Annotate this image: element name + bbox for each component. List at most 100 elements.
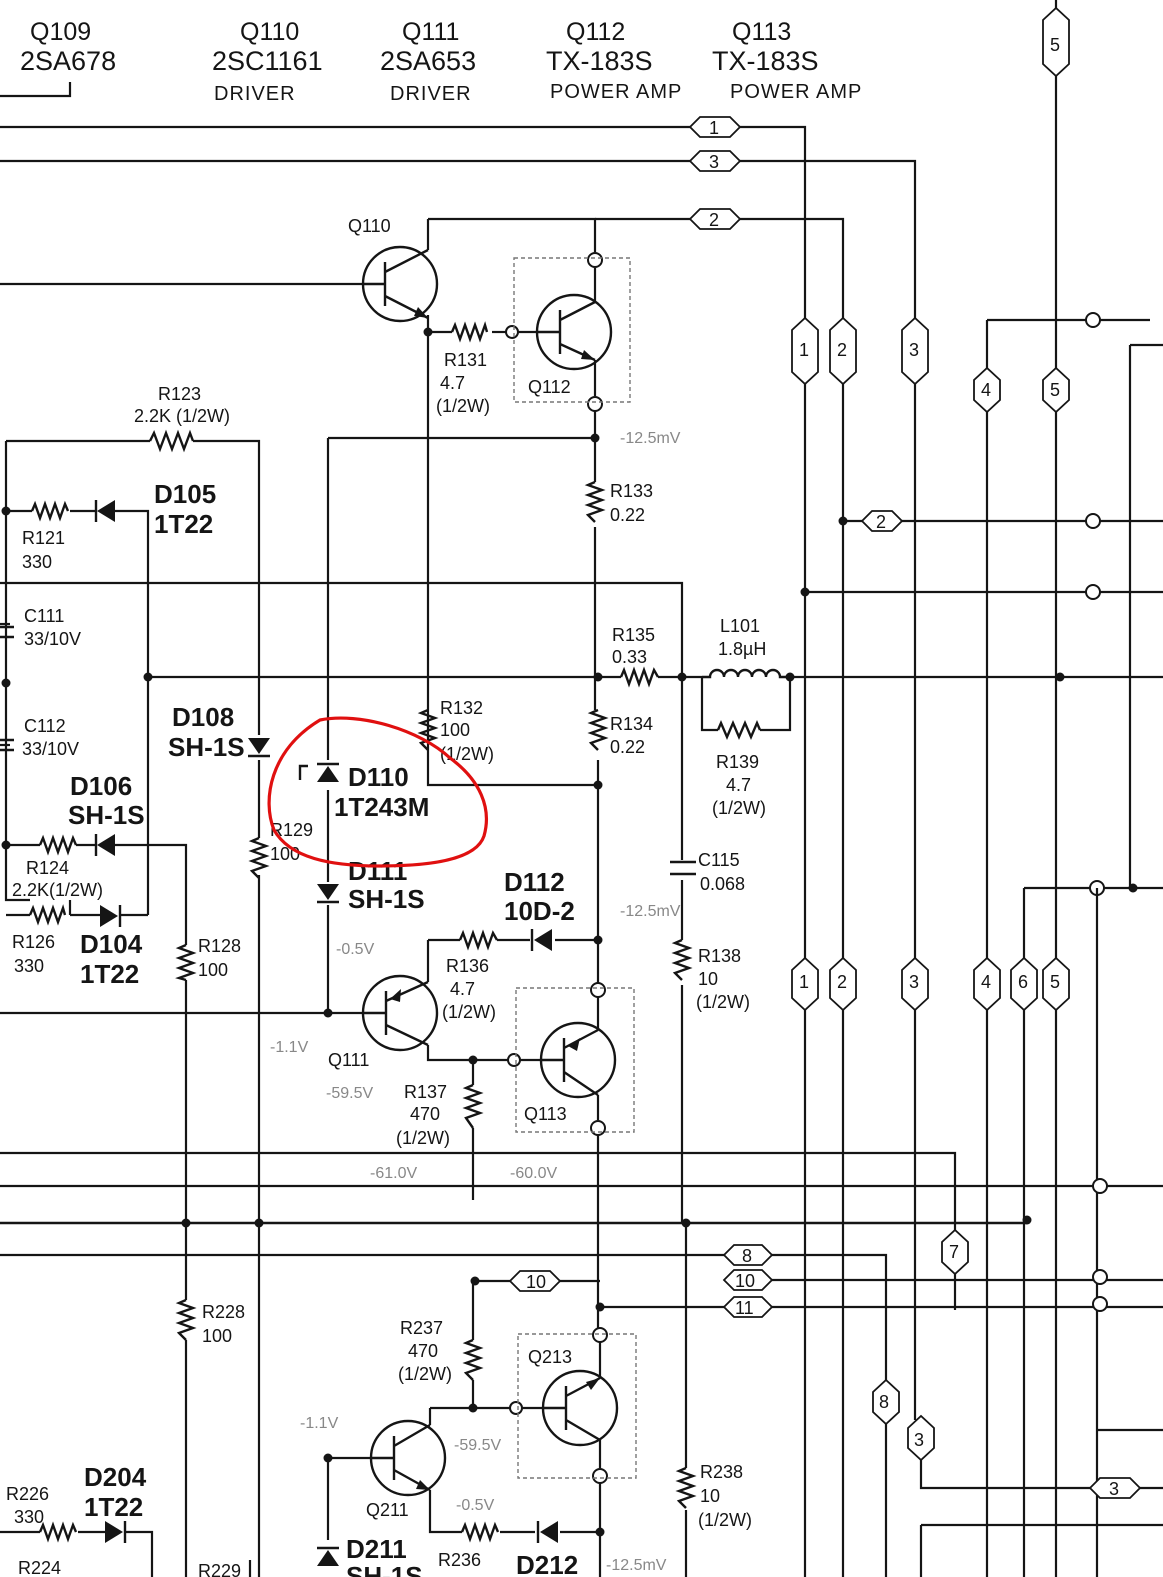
r229-ref: R229 [198, 1561, 241, 1577]
voltage-labels: -0.5V -1.1V -59.5V -61.0V -60.0V -1.1V -… [270, 430, 681, 1574]
r121-ref: R121 [22, 528, 65, 548]
diode-symbols [94, 500, 558, 1566]
diode-labels: D105 1T22 D108 SH-1S D110 1T243M D111 SH… [68, 479, 578, 1577]
r139-rating: (1/2W) [712, 798, 766, 818]
c111-value: 33/10V [24, 629, 81, 649]
connector-label: 3 [909, 340, 919, 360]
q112-part: TX-183S [546, 46, 653, 76]
r226-value: 330 [14, 1507, 44, 1527]
d204-ref: D204 [84, 1462, 147, 1492]
connector-label: 4 [981, 380, 991, 400]
r132-value: 100 [440, 720, 470, 740]
r135-ref: R135 [612, 625, 655, 645]
d108-part: SH-1S [168, 732, 245, 762]
voltage-label: -0.5V [456, 1497, 495, 1514]
connector-label: 8 [879, 1392, 889, 1412]
r129-value: 100 [270, 844, 300, 864]
q110-label: Q110 [348, 216, 391, 236]
transistor-q113: Q113 [515, 987, 635, 1133]
r133-value: 0.22 [610, 505, 645, 525]
resistor-symbols [28, 321, 762, 1543]
inductor-symbol [702, 668, 790, 679]
d111-part: SH-1S [348, 884, 425, 914]
r136-rating: (1/2W) [442, 1002, 496, 1022]
r228-ref: R228 [202, 1302, 245, 1322]
r129-ref: R129 [270, 820, 313, 840]
q112-role: POWER AMP [550, 81, 682, 103]
connector-label: 4 [981, 972, 991, 992]
connector-label: 3 [1109, 1479, 1119, 1499]
connector-label: 2 [876, 512, 886, 532]
inductor-labels: L101 1.8µH [718, 616, 766, 659]
r124-value: 2.2K(1/2W) [12, 880, 103, 900]
connector-label: 5 [1050, 972, 1060, 992]
d106-ref: D106 [70, 771, 132, 801]
transistor-q111: Q111 [328, 974, 439, 1070]
voltage-label: -12.5mV [606, 1557, 667, 1574]
q213-label: Q213 [528, 1347, 572, 1367]
r236-ref: R236 [438, 1550, 481, 1570]
r138-ref: R138 [698, 946, 741, 966]
q111-ref: Q111 [402, 18, 459, 46]
r128-ref: R128 [198, 936, 241, 956]
voltage-label: -59.5V [326, 1085, 373, 1102]
l101-ref: L101 [720, 616, 760, 636]
connector-tag: 2 [688, 208, 742, 230]
connector-label: 1 [709, 118, 719, 138]
q111-part: 2SA653 [380, 46, 476, 76]
d110-ref: D110 [348, 762, 409, 792]
connector-label: 2 [837, 972, 847, 992]
q113-role: POWER AMP [730, 81, 862, 103]
header-q109: Q109 2SA678 [0, 18, 116, 98]
q109-part: 2SA678 [20, 46, 116, 76]
r237-value: 470 [408, 1341, 438, 1361]
d112-part: 10D-2 [504, 896, 575, 926]
q111-label: Q111 [328, 1050, 369, 1070]
q110-role: DRIVER [214, 83, 296, 105]
vertical-connectors-lower: 1 2 3 4 6 5 [791, 956, 1070, 1577]
annotation-circle [267, 716, 489, 868]
r131-value: 4.7 [440, 373, 465, 393]
c115-value: 0.068 [700, 874, 745, 894]
r134-value: 0.22 [610, 737, 645, 757]
voltage-label: -61.0V [370, 1165, 417, 1182]
r126-ref: R126 [12, 932, 55, 952]
c111-ref: C111 [24, 606, 64, 626]
d110-part: 1T243M [334, 792, 429, 822]
c115-ref: C115 [698, 850, 740, 870]
q113-part: TX-183S [712, 46, 819, 76]
r136-ref: R136 [446, 956, 489, 976]
connector-label: 2 [709, 210, 719, 230]
d104-ref: D104 [80, 929, 143, 959]
connector-label: 7 [949, 1242, 959, 1262]
main-wiring [0, 217, 795, 1577]
right-rails: 2 [790, 510, 1163, 1577]
resistor-labels: R123 2.2K (1/2W) R121 330 R131 4.7 (1/2W… [6, 350, 766, 1577]
q112-ref: Q112 [566, 18, 625, 46]
voltage-label: -1.1V [270, 1039, 309, 1056]
transistor-q112: Q112 [513, 257, 631, 403]
d212-ref: D212 [516, 1550, 578, 1577]
connector-label: 8 [742, 1246, 752, 1266]
r135-value: 0.33 [612, 647, 647, 667]
connector-tag: 3 [688, 150, 742, 172]
voltage-label: -1.1V [300, 1415, 339, 1432]
r124-ref: R124 [26, 858, 69, 878]
capacitor-labels: C111 33/10V C112 33/10V C115 0.068 [22, 606, 745, 894]
q111-role: DRIVER [390, 83, 472, 105]
connector-label: 5 [1050, 380, 1060, 400]
top-bus: 1 3 2 [0, 116, 917, 320]
r131-rating: (1/2W) [436, 396, 490, 416]
capacitor-symbols [0, 625, 696, 876]
l101-value: 1.8µH [718, 639, 766, 659]
voltage-label: -12.5mV [620, 903, 681, 920]
r238-ref: R238 [700, 1462, 743, 1482]
r238-value: 10 [700, 1486, 720, 1506]
r139-ref: R139 [716, 752, 759, 772]
r137-ref: R137 [404, 1082, 447, 1102]
q110-part: 2SC1161 [212, 46, 323, 76]
r132-rating: (1/2W) [440, 744, 494, 764]
vertical-connectors-upper: 1 2 3 4 5 5 [791, 0, 1163, 960]
voltage-label: -12.5mV [620, 430, 681, 447]
r133-ref: R133 [610, 481, 653, 501]
